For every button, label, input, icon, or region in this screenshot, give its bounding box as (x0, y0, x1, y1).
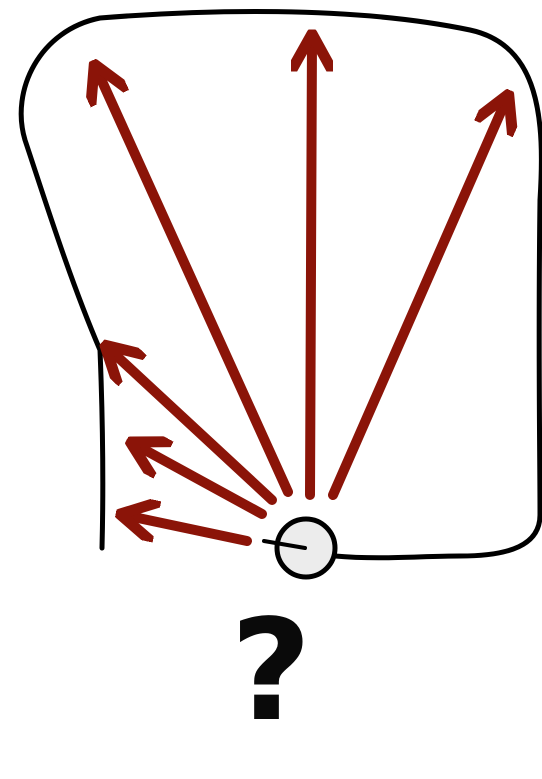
arrows (96, 38, 507, 541)
question-mark: ? (0, 602, 542, 742)
arrow-left-low (124, 515, 247, 541)
arrow-up-right (333, 98, 507, 495)
arrow-up (310, 38, 312, 495)
